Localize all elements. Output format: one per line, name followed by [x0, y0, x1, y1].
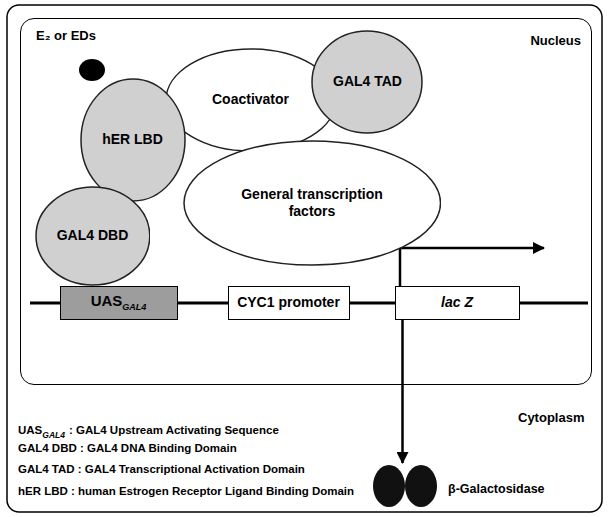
- legend-row: UASGAL4 : GAL4 Upstream Activating Sequen…: [18, 420, 279, 440]
- legend-line: GAL4 TAD : GAL4 Transcriptional Activati…: [18, 463, 305, 475]
- node-text: GAL4 TAD: [333, 73, 402, 89]
- transcription-arrow: [400, 248, 544, 286]
- dna-element-box: UASGAL4: [60, 286, 178, 320]
- domain-ellipse: GAL4 TAD: [311, 30, 423, 134]
- compartment-label: Cytoplasm: [518, 410, 584, 425]
- node-text: UAS: [91, 292, 123, 309]
- ellipse-shape: [312, 31, 422, 133]
- ellipse-shape: [81, 79, 185, 201]
- domain-ellipse: hER LBD: [80, 78, 186, 202]
- legend-term: UAS: [18, 424, 42, 436]
- text-holder: hER LBD: [102, 131, 163, 148]
- gene-box: lac Z: [395, 286, 520, 320]
- coactivator-ellipse: Coactivator: [165, 48, 337, 152]
- node-text: GAL4 DBD: [57, 227, 129, 243]
- text-holder: Coactivator: [212, 91, 289, 108]
- node-text: Coactivator: [212, 91, 289, 107]
- protein-shape: [372, 464, 440, 508]
- text-holder: lac Z: [441, 294, 473, 311]
- legend-subscript: GAL4: [42, 430, 65, 440]
- legend-line: hER LBD : human Estrogen Receptor Ligand…: [18, 485, 354, 497]
- node-text: GAL4: [122, 302, 146, 312]
- text-holder: General transcription factors: [227, 186, 397, 220]
- ligand-dot: [79, 59, 105, 81]
- flow-arrow: [401, 320, 404, 464]
- node-text: hER LBD: [102, 131, 163, 147]
- domain-ellipse: GAL4 DBD: [35, 186, 151, 286]
- protein-label: β-Galactosidase: [448, 482, 545, 496]
- node-text: General transcription factors: [241, 186, 383, 219]
- text-holder: GAL4 TAD: [333, 73, 402, 90]
- ellipse-shape: [166, 49, 336, 151]
- legend-line: GAL4 DBD : GAL4 DNA Binding Domain: [18, 442, 237, 454]
- node-text: CYC1 promoter: [237, 294, 340, 310]
- legend-definition: : GAL4 Upstream Activating Sequence: [69, 424, 279, 436]
- region-label: Nucleus: [530, 33, 581, 48]
- text-holder: GAL4 DBD: [57, 227, 129, 244]
- node-text: lac Z: [441, 294, 473, 310]
- text-holder: UASGAL4: [91, 292, 147, 313]
- nucleus-region: Nucleus hER LBD GAL4 DBD Coactivator GAL4 TA…: [20, 18, 592, 385]
- text-holder: CYC1 promoter: [237, 294, 340, 311]
- ellipse-shape: [184, 141, 441, 265]
- ligand-label: E₂ or EDs: [36, 28, 96, 43]
- factor-ellipse: General transcription factors: [183, 140, 442, 266]
- subunit-ellipse: [373, 465, 405, 507]
- protein-blob: β-Galactosidase: [372, 464, 549, 508]
- ellipse-shape: [36, 187, 150, 285]
- subunit-ellipse: [405, 465, 437, 507]
- promoter-box: CYC1 promoter: [228, 286, 350, 320]
- outer-frame: [7, 5, 602, 512]
